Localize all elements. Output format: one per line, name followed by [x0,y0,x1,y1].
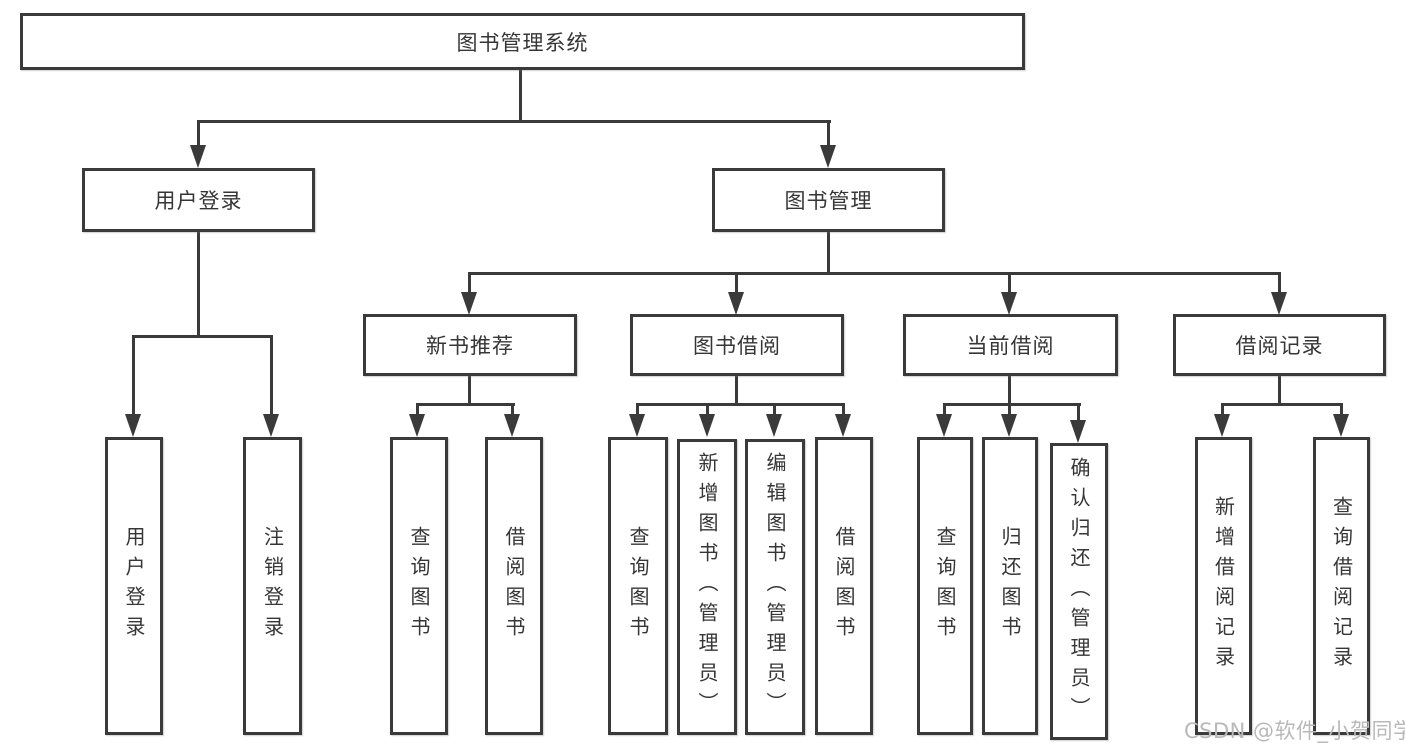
leaf-add-books-admin-label: 新增图书（管理员） [695,452,719,722]
leaf-logout-label: 注销登录 [260,526,285,646]
leaf-query-borrow-record-label: 查询借阅记录 [1329,496,1354,676]
node-root-label: 图书管理系统 [456,30,589,55]
arrow-down-icon [263,414,279,437]
node-book-management-label: 图书管理 [784,189,873,213]
connector-v [1221,403,1224,418]
connector-v [511,403,514,418]
leaf-query-books-3-label: 查询图书 [933,526,957,646]
arrow-down-icon [1001,414,1017,437]
arrow-down-icon [504,414,520,437]
arrow-down-icon [835,414,851,437]
leaf-add-books-admin: 新增图书（管理员） [677,439,737,735]
leaf-confirm-return-admin: 确认归还（管理员） [1050,443,1108,740]
node-new-book-recommend: 新书推荐 [363,314,577,376]
leaf-borrow-books-2-label: 借阅图书 [832,526,856,646]
arrow-down-icon [190,145,206,168]
leaf-borrow-books-1-label: 借阅图书 [502,526,526,646]
node-book-borrowing: 图书借阅 [630,314,844,376]
arrow-down-icon [699,414,715,437]
connector-v [706,403,709,418]
node-current-borrowing: 当前借阅 [903,314,1118,376]
arrow-down-icon [1001,292,1017,315]
leaf-user-login-label: 用户登录 [122,526,146,646]
connector-v [943,403,946,418]
leaf-add-borrow-record: 新增借阅记录 [1195,437,1252,735]
arrow-down-icon [728,292,744,315]
connector-v [827,232,830,275]
connector-v [1008,403,1011,418]
connector-v [773,403,776,418]
leaf-query-books-3: 查询图书 [917,437,973,735]
leaf-confirm-return-admin-label: 确认归还（管理员） [1067,456,1091,727]
connector-v [416,403,419,418]
arrow-down-icon [1333,414,1349,437]
connector-h [468,272,1281,275]
leaf-user-login: 用户登录 [105,437,163,735]
connector-h [636,403,845,406]
arrow-down-icon [766,414,782,437]
node-root: 图书管理系统 [20,13,1025,70]
connector-h [132,335,273,338]
node-book-borrowing-label: 图书借阅 [693,334,781,358]
connector-v [1077,403,1080,421]
connector-v [197,120,200,150]
connector-h [197,120,831,123]
connector-h [943,403,1081,406]
leaf-query-books-2: 查询图书 [608,437,668,735]
connector-v [132,335,135,418]
leaf-query-books-1-label: 查询图书 [407,526,431,646]
arrow-down-icon [1214,414,1230,437]
connector-v [519,70,522,123]
arrow-down-icon [461,292,477,315]
leaf-edit-books-admin-label: 编辑图书（管理员） [763,452,787,722]
connector-v [468,272,471,296]
leaf-return-books-label: 归还图书 [998,526,1022,646]
connector-h [416,403,515,406]
connector-v [735,272,738,296]
connector-v [735,376,738,406]
connector-v [1008,272,1011,296]
connector-v [197,232,200,338]
leaf-edit-books-admin: 编辑图书（管理员） [745,439,805,735]
leaf-borrow-books-1: 借阅图书 [485,437,543,735]
arrow-down-icon [125,414,141,437]
leaf-query-books-1: 查询图书 [390,437,448,735]
connector-v [1278,376,1281,406]
arrow-down-icon [629,414,645,437]
node-borrow-records: 借阅记录 [1173,314,1386,376]
leaf-add-borrow-record-label: 新增借阅记录 [1211,496,1236,676]
connector-v [842,403,845,418]
connector-v [1278,272,1281,296]
leaf-logout: 注销登录 [243,437,302,735]
node-borrow-records-label: 借阅记录 [1235,334,1324,358]
connector-v [270,335,273,418]
connector-v [1340,403,1343,418]
node-new-book-recommend-label: 新书推荐 [426,334,514,358]
connector-v [1008,376,1011,406]
arrow-down-icon [936,414,952,437]
arrow-down-icon [820,145,836,168]
node-user-login: 用户登录 [82,168,315,232]
node-current-borrowing-label: 当前借阅 [966,334,1055,358]
leaf-query-books-2-label: 查询图书 [626,526,650,646]
node-user-login-label: 用户登录 [154,189,243,213]
csdn-watermark: CSDN @软件_小贺同学 [1184,719,1405,743]
arrow-down-icon [1271,292,1287,315]
connector-h [1221,403,1343,406]
leaf-return-books: 归还图书 [982,437,1038,735]
leaf-borrow-books-2: 借阅图书 [815,437,873,735]
connector-v [468,376,471,406]
arrow-down-icon [1070,420,1086,443]
connector-v [636,403,639,418]
leaf-query-borrow-record: 查询借阅记录 [1313,437,1370,735]
node-book-management: 图书管理 [712,168,945,232]
connector-v [827,120,830,150]
arrow-down-icon [409,414,425,437]
